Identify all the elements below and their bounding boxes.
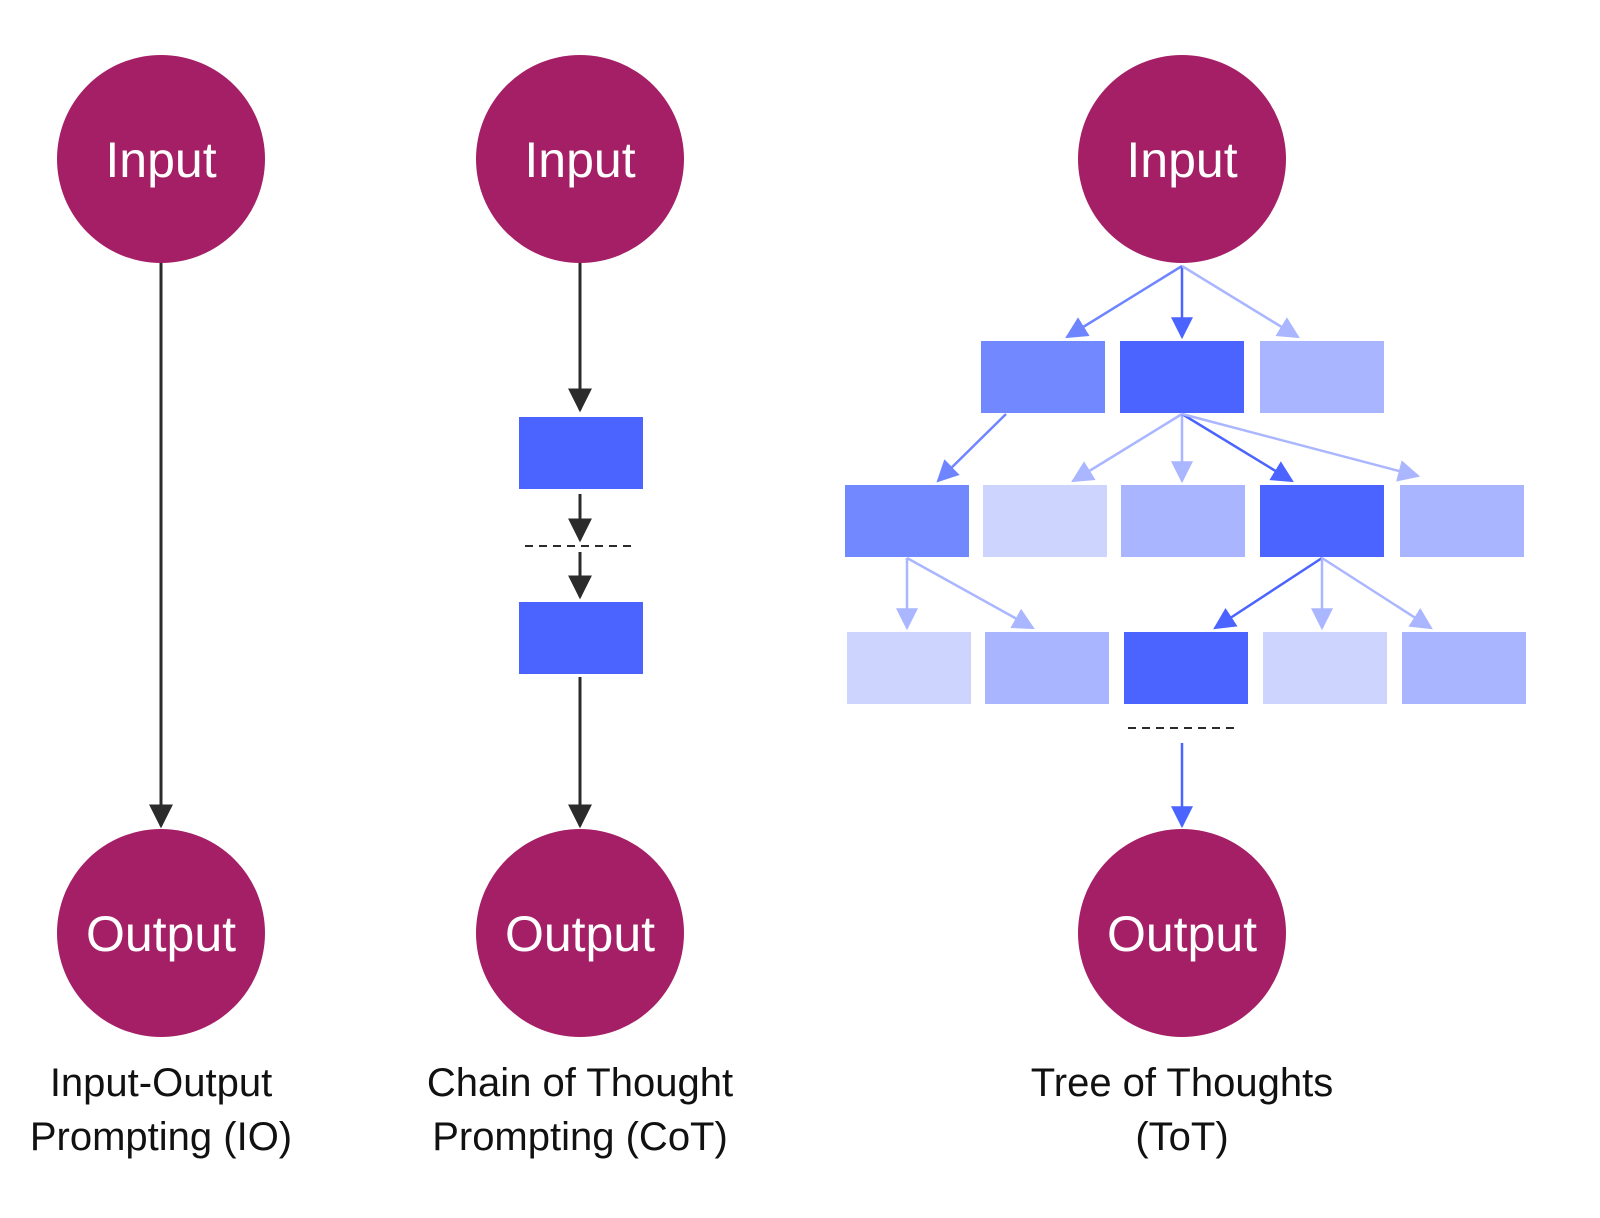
tot-l3-box-e [1402,632,1526,704]
io-column: Input Output [57,55,265,1037]
tot-arrow-input-to-l1c [1181,264,1300,339]
tot-arrow-l1b-to-l2b [1071,412,1183,483]
tot-column: Input Output [845,55,1526,1037]
tot-arrow-l1b-to-l2d [1181,412,1294,483]
tot-arrow-l2d-to-l3c [1213,556,1323,630]
tot-arrow-l2a-to-l3b [906,556,1035,630]
tot-l2-box-e [1400,485,1524,557]
tot-l3-box-a [847,632,971,704]
cot-output-node: Output [476,829,684,1037]
tot-arrow-l1a-to-l2a [936,413,1007,483]
tot-caption-line2: (ToT) [1135,1115,1229,1159]
tot-input-label: Input [1126,132,1237,188]
io-caption: Input-Output Prompting (IO) [0,1056,381,1164]
tot-l3-box-c [1124,632,1248,704]
cot-caption: Chain of Thought Prompting (CoT) [360,1056,800,1164]
io-input-node: Input [57,55,265,263]
cot-thought-box-2 [519,602,643,674]
io-caption-line1: Input-Output [49,1061,273,1105]
io-caption-line2: Prompting (IO) [29,1115,293,1159]
io-output-node: Output [57,829,265,1037]
tot-arrow-l1b-to-l2e [1181,412,1421,482]
tot-l1-box-a [981,341,1105,413]
tot-arrow-input-to-l1a [1065,264,1183,339]
cot-column: Input Output [476,55,684,1037]
tot-l1-box-b [1120,341,1244,413]
tot-output-label: Output [1107,906,1257,962]
io-input-label: Input [105,132,216,188]
io-output-label: Output [86,906,236,962]
cot-caption-line1: Chain of Thought [426,1061,734,1105]
tot-l2-box-a [845,485,969,557]
tot-l2-box-d [1260,485,1384,557]
tot-l3-box-d [1263,632,1387,704]
cot-output-label: Output [505,906,655,962]
tot-arrow-l2d-to-l3e [1321,556,1433,630]
tot-output-node: Output [1078,829,1286,1037]
tot-caption: Tree of Thoughts (ToT) [962,1056,1402,1164]
tot-input-node: Input [1078,55,1286,263]
tot-l2-box-c [1121,485,1245,557]
tot-l1-box-c [1260,341,1384,413]
cot-thought-box-1 [519,417,643,489]
cot-caption-line2: Prompting (CoT) [432,1115,728,1159]
cot-input-node: Input [476,55,684,263]
tot-l2-box-b [983,485,1107,557]
tot-caption-line1: Tree of Thoughts [1030,1061,1334,1105]
tot-l3-box-b [985,632,1109,704]
cot-input-label: Input [524,132,635,188]
